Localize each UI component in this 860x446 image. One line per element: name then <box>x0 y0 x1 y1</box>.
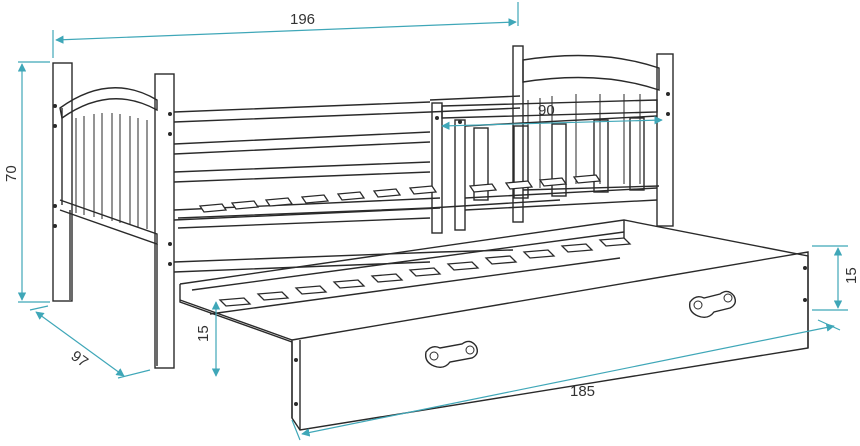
dim-label-bed-length: 196 <box>290 11 315 28</box>
dim-label-drawer-length: 185 <box>570 383 595 400</box>
drawer-handle-right <box>688 290 737 319</box>
trundle-drawer <box>179 219 809 431</box>
back-rails <box>173 95 521 221</box>
upper-slats <box>177 174 602 229</box>
dim-label-bed-height: 70 <box>3 165 20 182</box>
bed-frame <box>52 45 674 369</box>
drawer-slats <box>209 237 632 315</box>
dim-label-drawer-height-front: 15 <box>195 325 212 342</box>
right-headboard <box>512 45 674 227</box>
dim-label-rail-length: 90 <box>538 102 555 119</box>
safety-rail <box>431 99 658 234</box>
dim-label-drawer-height-side: 15 <box>843 267 860 284</box>
dimension-lines <box>17 2 848 441</box>
dim-label-bed-depth: 97 <box>68 347 91 371</box>
drawer-handle-left <box>424 340 479 369</box>
left-headboard <box>52 62 175 369</box>
